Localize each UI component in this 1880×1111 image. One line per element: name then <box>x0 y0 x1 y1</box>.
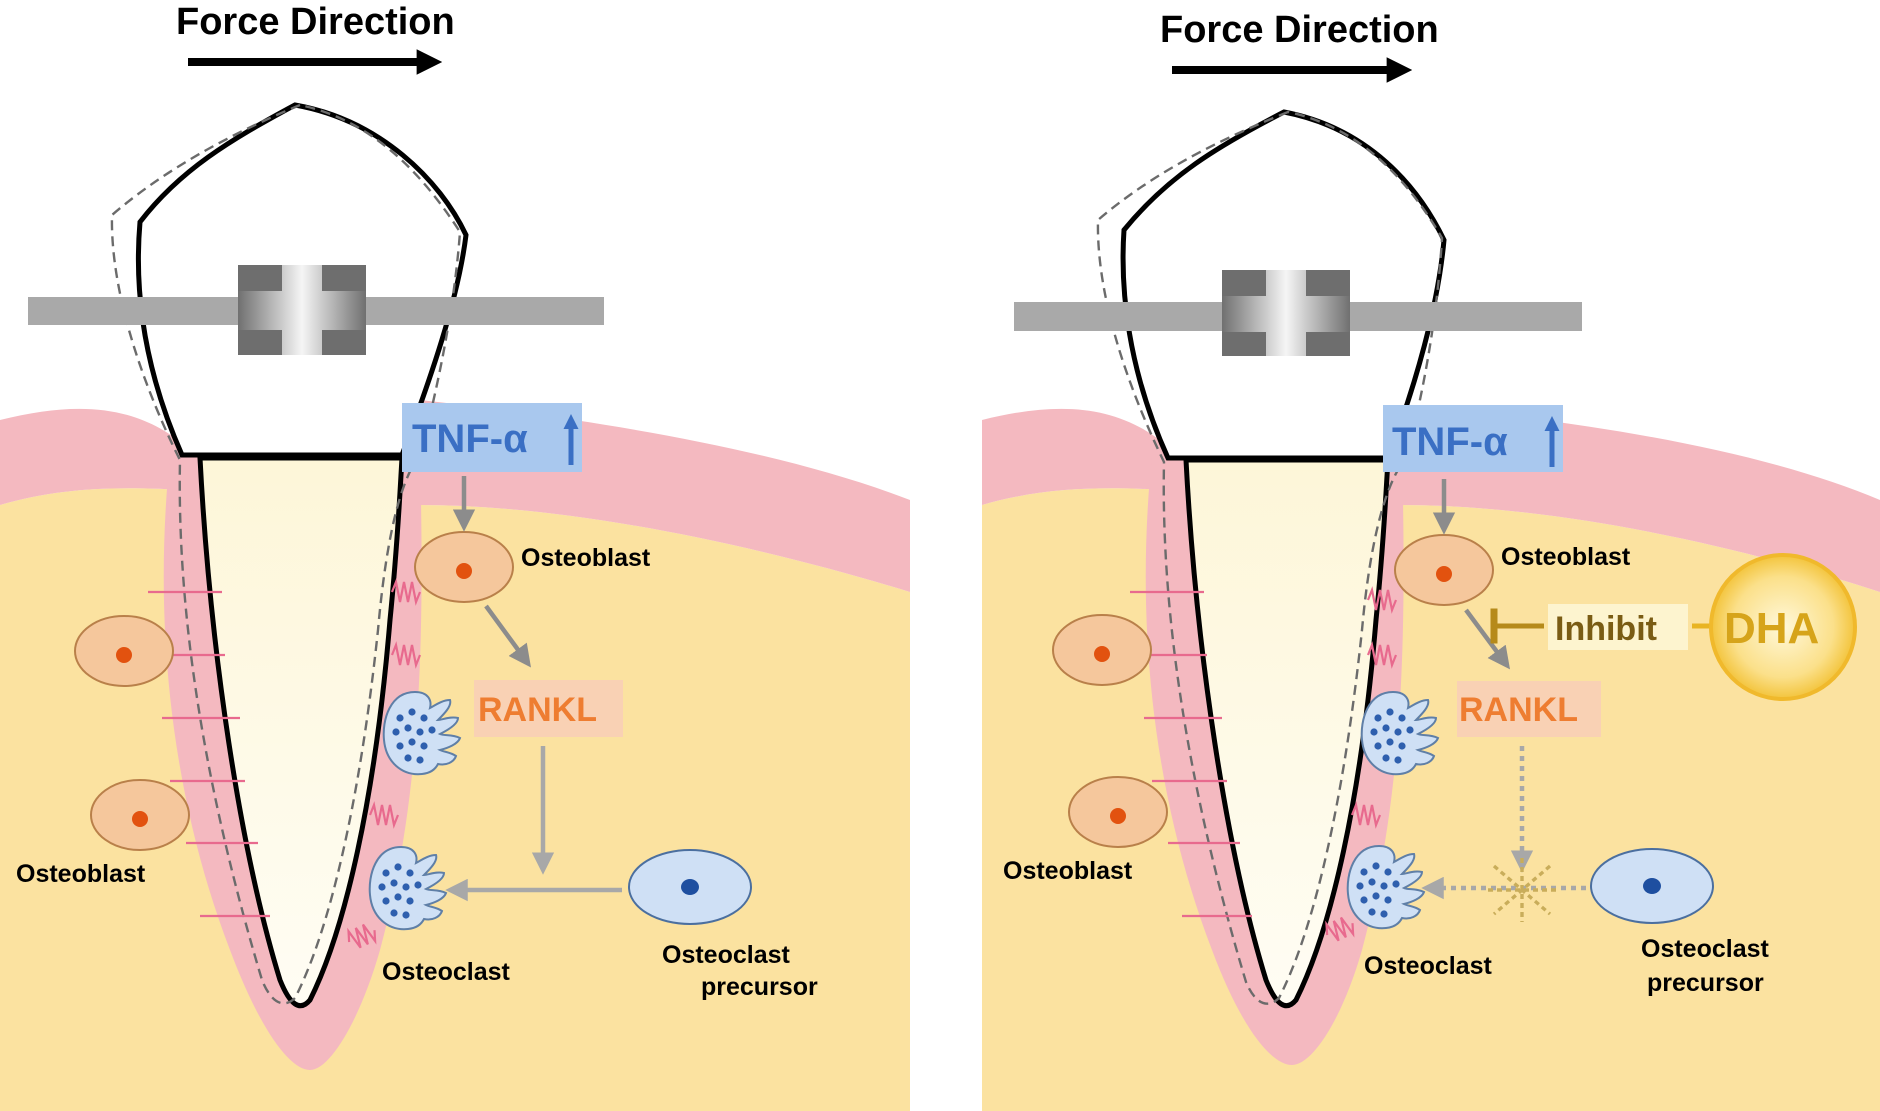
right-dha-label: DHA <box>1724 604 1819 653</box>
left-rankl-label: RANKL <box>478 691 597 729</box>
left-osteoblast-left-1 <box>74 615 174 687</box>
right-tnf-label: TNF-α <box>1392 420 1508 464</box>
left-osteoclast-precursor <box>628 849 752 925</box>
right-precursor-label-line1: Osteoclast <box>1641 935 1770 963</box>
right-osteoblast-top <box>1394 534 1494 606</box>
left-arrow-osteoblast-to-rankl <box>484 604 531 668</box>
right-rankl-box <box>1457 681 1601 737</box>
right-bracket <box>1222 270 1350 356</box>
right-inhibit-box <box>1548 604 1688 650</box>
right-osteoblast-top-label: Osteoblast <box>1501 543 1631 571</box>
left-osteoblast-top-label: Osteoblast <box>521 544 651 572</box>
right-blocked-burst-icon <box>1488 858 1556 922</box>
right-pdl-fibers <box>1122 590 1252 918</box>
left-osteoblast-top <box>414 531 514 603</box>
left-osteoblast-left-label: Osteoblast <box>16 860 146 888</box>
right-force-label: Force Direction <box>1160 9 1439 51</box>
right-arrow-osteoblast-to-rankl <box>1464 608 1511 670</box>
left-osteoclast-label: Osteoclast <box>382 958 511 986</box>
right-tnf-box <box>1383 405 1563 472</box>
left-rankl-box <box>474 680 623 737</box>
right-inhibit-label: Inhibit <box>1555 610 1657 648</box>
left-bracket <box>238 265 366 355</box>
right-tooth-root <box>1183 457 1391 1009</box>
right-osteoblast-left-label: Osteoblast <box>1003 857 1133 885</box>
right-osteoclast-precursor <box>1590 848 1714 924</box>
right-dha-circle <box>1709 553 1857 701</box>
right-precursor-label-line2: precursor <box>1647 969 1764 997</box>
left-pdl-fibers <box>140 590 270 918</box>
right-osteoblast-left-1 <box>1052 614 1152 686</box>
panel-gap <box>910 0 982 1111</box>
right-osteoblast-left-2 <box>1068 776 1168 848</box>
left-precursor-label-line2: precursor <box>701 973 818 1001</box>
left-panel: Force Direction TNF-α Osteoblast RANKL O… <box>0 1 910 1111</box>
left-tnf-box <box>402 403 582 472</box>
right-rankl-label: RANKL <box>1459 691 1578 729</box>
left-force-label: Force Direction <box>176 1 455 43</box>
right-panel: Force Direction TNF-α Osteoblast Inhibit… <box>982 9 1880 1111</box>
left-tnf-label: TNF-α <box>412 417 528 461</box>
right-osteoclast-label: Osteoclast <box>1364 952 1493 980</box>
left-osteoblast-left-2 <box>90 779 190 851</box>
left-tooth-root <box>197 455 405 1009</box>
left-precursor-label-line1: Osteoclast <box>662 941 791 969</box>
